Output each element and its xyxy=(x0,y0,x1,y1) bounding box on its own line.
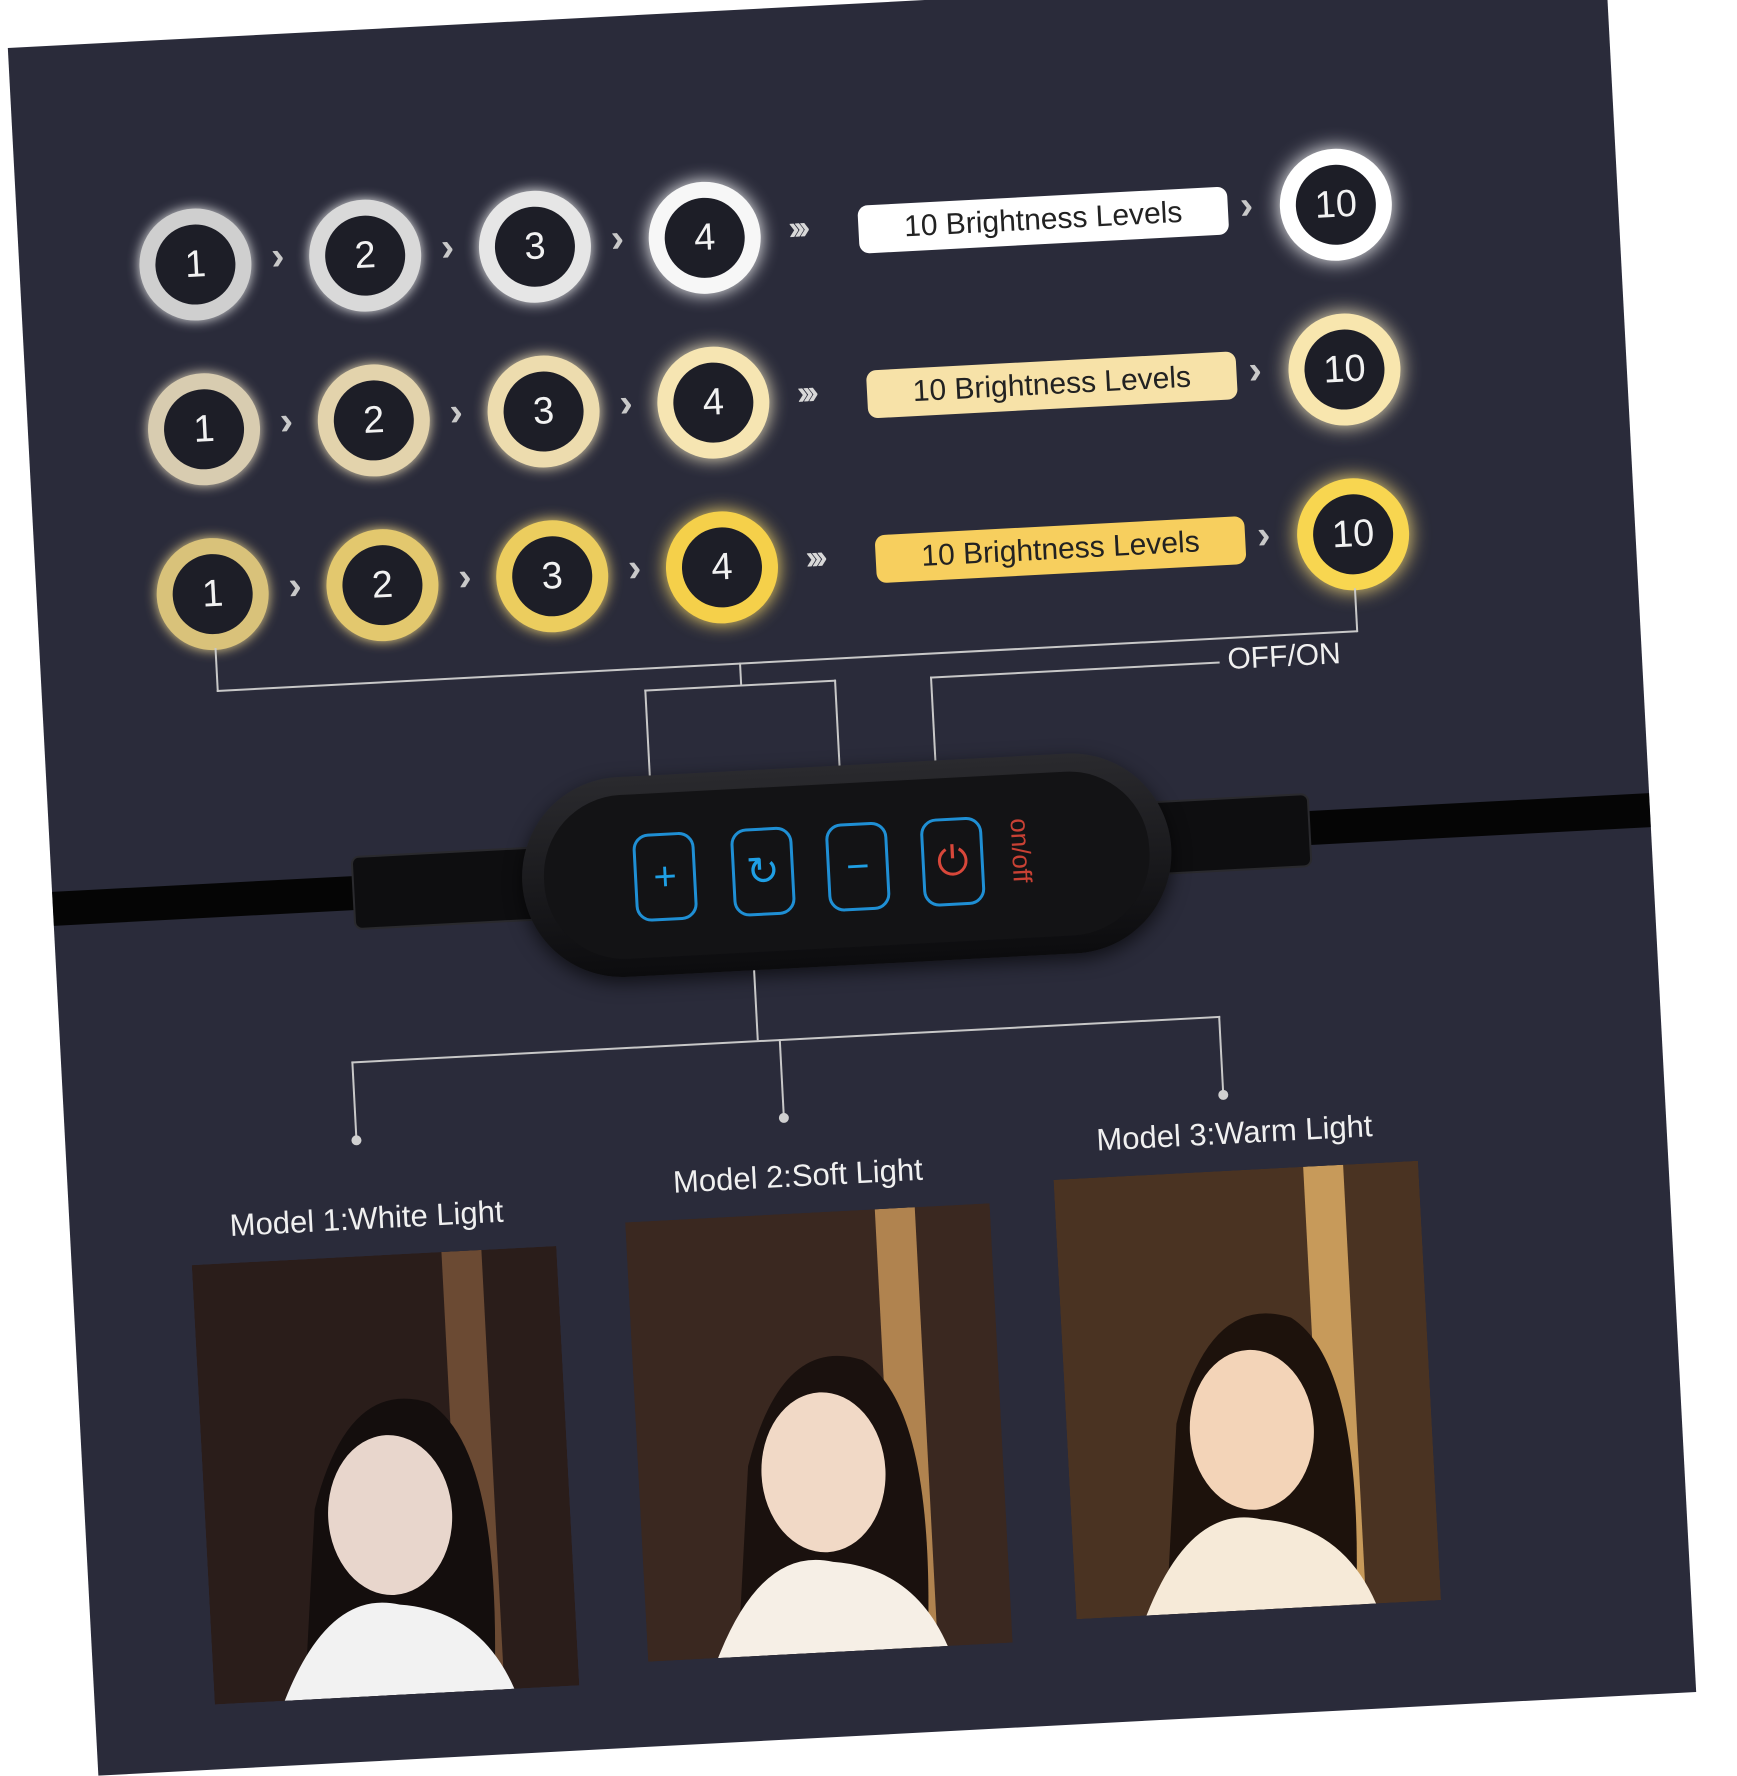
chevron-right-icon: › xyxy=(1238,183,1255,228)
model-3-photo xyxy=(1053,1160,1442,1620)
ring-label: 1 xyxy=(183,242,208,286)
ring-label: 2 xyxy=(353,233,377,277)
ring-level-10: 10 xyxy=(1294,475,1412,594)
chevron-right-icon: › xyxy=(626,545,643,591)
cable-left xyxy=(52,874,384,926)
ring-level-1: 1 xyxy=(145,370,263,489)
model-2-label: Model 2:Soft Light xyxy=(672,1151,924,1200)
chevron-right-icon: › xyxy=(1247,347,1263,393)
ring-level-2: 2 xyxy=(323,526,442,645)
ring-level-4: 4 xyxy=(645,178,764,297)
connector-line xyxy=(738,662,743,685)
connector-line xyxy=(753,970,759,1041)
ring-level-1: 1 xyxy=(153,535,272,653)
ring-level-3: 3 xyxy=(484,352,603,471)
power-icon: ⏻ xyxy=(935,838,970,885)
ring-level-4: 4 xyxy=(663,508,781,627)
triple-chevron-icon: ››› xyxy=(787,208,806,248)
chevron-right-icon: › xyxy=(287,563,303,609)
ring-level-3: 3 xyxy=(476,187,594,306)
onoff-label: on/off xyxy=(1004,817,1038,884)
triple-chevron-icon: ››› xyxy=(804,538,823,577)
cable-plug-left xyxy=(350,846,545,931)
brightness-pill: 10 Brightness Levels xyxy=(874,515,1247,584)
ring-level-10: 10 xyxy=(1276,145,1395,264)
connector-line xyxy=(778,1038,785,1117)
cycle-icon: ↻ xyxy=(745,848,781,895)
connector-dot xyxy=(778,1112,790,1124)
connector-line xyxy=(351,1015,1221,1064)
connector-line xyxy=(1218,1015,1225,1094)
ring-label: 10 xyxy=(1330,511,1376,556)
model-1-label: Model 1:White Light xyxy=(228,1193,505,1244)
chevron-right-icon: › xyxy=(609,216,626,261)
chevron-right-icon: › xyxy=(448,389,464,435)
model-3-label: Model 3:Warm Light xyxy=(1095,1108,1374,1158)
power-button[interactable]: ⏻ xyxy=(919,816,986,908)
plus-button[interactable]: + xyxy=(631,831,699,923)
infographic-card: 1 › 2 › 3 › 4 ››› 10 Brightness Levels ›… xyxy=(7,0,1697,1776)
chevron-right-icon: › xyxy=(269,233,286,279)
brightness-pill: 10 Brightness Levels xyxy=(857,186,1230,254)
ring-label: 3 xyxy=(523,224,547,268)
ring-label: 10 xyxy=(1322,346,1367,392)
brightness-pill: 10 Brightness Levels xyxy=(865,351,1238,419)
minus-button[interactable]: − xyxy=(824,821,892,913)
ring-level-2: 2 xyxy=(306,196,425,315)
ring-label: 3 xyxy=(540,554,564,598)
ring-label: 10 xyxy=(1313,182,1359,227)
inline-controller: + ↻ − ⏻ on/off xyxy=(516,748,1177,983)
ring-label: 1 xyxy=(192,407,216,451)
minus-icon: − xyxy=(844,843,871,889)
chevron-right-icon: › xyxy=(439,224,456,270)
connector-line xyxy=(929,661,1220,679)
ring-label: 4 xyxy=(710,545,734,589)
ring-label: 3 xyxy=(531,389,556,433)
ring-level-10: 10 xyxy=(1285,310,1404,429)
cable-plug-right xyxy=(1148,792,1313,876)
connector-dot xyxy=(1218,1089,1229,1101)
ring-label: 1 xyxy=(200,572,225,616)
chevron-right-icon: › xyxy=(456,554,473,600)
chevron-right-icon: › xyxy=(1255,512,1272,558)
ring-label: 4 xyxy=(701,380,725,424)
ring-label: 4 xyxy=(693,215,717,259)
chevron-right-icon: › xyxy=(278,398,295,444)
mode-button[interactable]: ↻ xyxy=(729,826,797,918)
connector-dot xyxy=(351,1135,362,1146)
ring-label: 2 xyxy=(370,563,395,607)
plus-icon: + xyxy=(652,853,678,899)
connector-line xyxy=(351,1061,358,1140)
ring-level-2: 2 xyxy=(314,361,433,480)
model-2-photo xyxy=(625,1203,1013,1662)
ring-level-1: 1 xyxy=(136,205,255,324)
off-on-label: OFF/ON xyxy=(1226,637,1342,677)
ring-level-4: 4 xyxy=(654,343,773,462)
triple-chevron-icon: ››› xyxy=(795,373,814,413)
model-1-photo xyxy=(191,1245,580,1705)
ring-label: 2 xyxy=(362,398,386,442)
chevron-right-icon: › xyxy=(618,380,634,426)
ring-level-3: 3 xyxy=(493,517,612,636)
